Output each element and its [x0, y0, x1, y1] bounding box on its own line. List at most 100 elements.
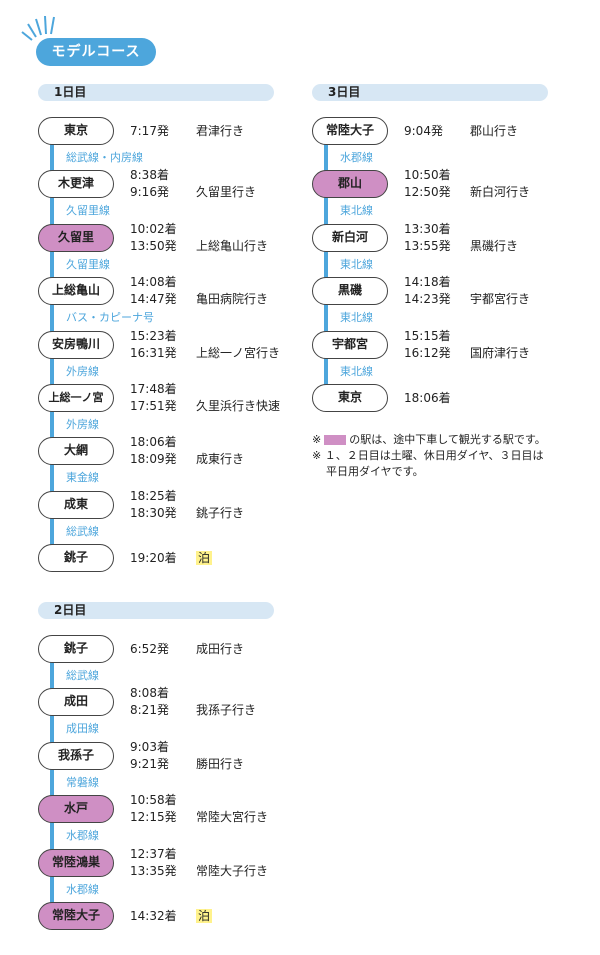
- timetable-row: 14:18着: [404, 274, 470, 290]
- rail-line: [50, 463, 54, 493]
- rail-line-label: 常磐線: [66, 775, 99, 789]
- rail-line-label: 東北線: [340, 364, 373, 378]
- rail-line: [50, 661, 54, 691]
- rail-line: [50, 356, 54, 386]
- time: 8:08着: [130, 686, 169, 701]
- rail-line-label: 水郡線: [66, 829, 99, 843]
- time: 15:15着: [404, 328, 451, 343]
- rail-line: [50, 303, 54, 333]
- station-name: 常陸大子: [38, 902, 114, 930]
- destination: 我孫子行き: [196, 703, 257, 718]
- timetable-row: 18:06着: [130, 434, 196, 450]
- rail-line: [50, 196, 54, 226]
- station-name: 安房鴨川: [38, 330, 114, 359]
- destination: 久留里行き: [196, 185, 257, 200]
- time: 9:21発: [130, 756, 169, 771]
- time: 12:15発: [130, 810, 177, 825]
- time: 16:31発: [130, 345, 177, 360]
- station-name: 常陸大子: [312, 117, 388, 145]
- rail-line-label: 総武線: [66, 669, 99, 682]
- day-3-header: 3日目: [312, 84, 548, 101]
- destination: 常陸大宮行き: [196, 810, 269, 825]
- rail-line: [50, 143, 54, 173]
- rail-line: [50, 714, 54, 744]
- page-title: モデルコース: [36, 38, 156, 66]
- timetable-row: 18:06着: [404, 390, 470, 406]
- time: 8:38着: [130, 168, 169, 183]
- rail-line-label: 外房線: [66, 364, 99, 378]
- rail-line-label: 東北線: [340, 257, 373, 271]
- station-name: 銚子: [38, 544, 114, 573]
- timetable-row: 18:09発 成東行き: [130, 451, 244, 467]
- time: 18:30発: [130, 505, 177, 520]
- timetable-row: 16:12発 国府津行き: [404, 345, 530, 361]
- station-name: 大網: [38, 437, 114, 466]
- station-name: 宇都宮: [312, 330, 388, 359]
- timetable-row: 13:30着: [404, 221, 470, 237]
- timetable-row: 18:30発 銚子行き: [130, 505, 244, 521]
- rail-line-label: 水郡線: [66, 882, 99, 896]
- rail-line-label: 外房線: [66, 418, 99, 431]
- rail-line: [50, 516, 54, 547]
- rail-line: [324, 196, 328, 226]
- time: 14:23発: [404, 292, 451, 307]
- timetable-row: 13:55発黒磯行き: [404, 238, 518, 254]
- time: 14:18着: [404, 275, 451, 290]
- time: 10:50着: [404, 168, 451, 183]
- time: 9:03着: [130, 739, 169, 754]
- rail-line-label: 久留里線: [66, 257, 110, 271]
- footnotes: ※の駅は、途中下車して観光する駅です。 ※ １、２日目は土曜、休日用ダイヤ、３日…: [312, 432, 546, 480]
- rail-line-label: バス・カピーナ号: [66, 311, 154, 325]
- timetable-row: 8:38着: [130, 167, 196, 183]
- station-name: 黒磯: [312, 277, 388, 306]
- rail-line: [50, 821, 54, 851]
- rail-line: [50, 249, 54, 280]
- rail-line: [324, 143, 328, 173]
- timetable-row: 8:08着: [130, 685, 196, 701]
- timetable-row: 10:02着: [130, 221, 196, 237]
- timetable-row: 8:21発我孫子行き: [130, 702, 256, 718]
- destination: 郡山行き: [470, 124, 519, 138]
- timetable-row: 14:32着泊: [130, 908, 213, 924]
- destination: 上総亀山行き: [196, 238, 269, 253]
- station-name: 上総亀山: [38, 277, 114, 306]
- station-name: 東京: [312, 384, 388, 412]
- timetable-row: 14:47発 亀田病院行き: [130, 291, 268, 307]
- time: 13:55発: [404, 238, 451, 253]
- time: 14:08着: [130, 275, 177, 290]
- station-name: 我孫子: [38, 741, 114, 770]
- time: 13:30着: [404, 221, 451, 236]
- destination: 国府津行き: [470, 345, 531, 360]
- time: 14:47発: [130, 292, 177, 307]
- timetable-row: 13:35発常陸大子行き: [130, 863, 268, 879]
- time: 18:09発: [130, 452, 177, 467]
- time: 19:20着: [130, 551, 177, 566]
- rail-line: [324, 249, 328, 280]
- timetable-row: 9:16発 久留里行き: [130, 184, 256, 200]
- time: 9:04発: [404, 124, 443, 138]
- station-name: 東京: [38, 117, 114, 145]
- time: 16:12発: [404, 345, 451, 360]
- time: 9:16発: [130, 185, 169, 200]
- time: 15:23着: [130, 328, 177, 343]
- station-name: 成東: [38, 490, 114, 519]
- rail-line: [324, 356, 328, 386]
- timetable-row: 19:20着泊: [130, 550, 213, 566]
- time: 18:25着: [130, 488, 177, 503]
- destination: 銚子行き: [196, 505, 245, 520]
- rail-line-label: 水郡線: [340, 151, 373, 164]
- destination: 亀田病院行き: [196, 292, 269, 307]
- timetable-row: 15:23着: [130, 328, 196, 344]
- rail-line-label: 成田線: [66, 722, 99, 736]
- destination: 成東行き: [196, 452, 245, 467]
- rail-line-label: 総武線・内房線: [66, 151, 143, 164]
- station-name: 木更津: [38, 170, 114, 199]
- day-2-header: 2日目: [38, 602, 274, 619]
- timetable-row: 12:37着: [130, 846, 196, 862]
- rail-line: [324, 303, 328, 333]
- sparkle-icon: [21, 15, 55, 41]
- time: 6:52発: [130, 642, 169, 656]
- time: 13:35発: [130, 863, 177, 878]
- time: 10:02着: [130, 221, 177, 236]
- timetable-row: 17:51発久里浜行き快速: [130, 398, 280, 414]
